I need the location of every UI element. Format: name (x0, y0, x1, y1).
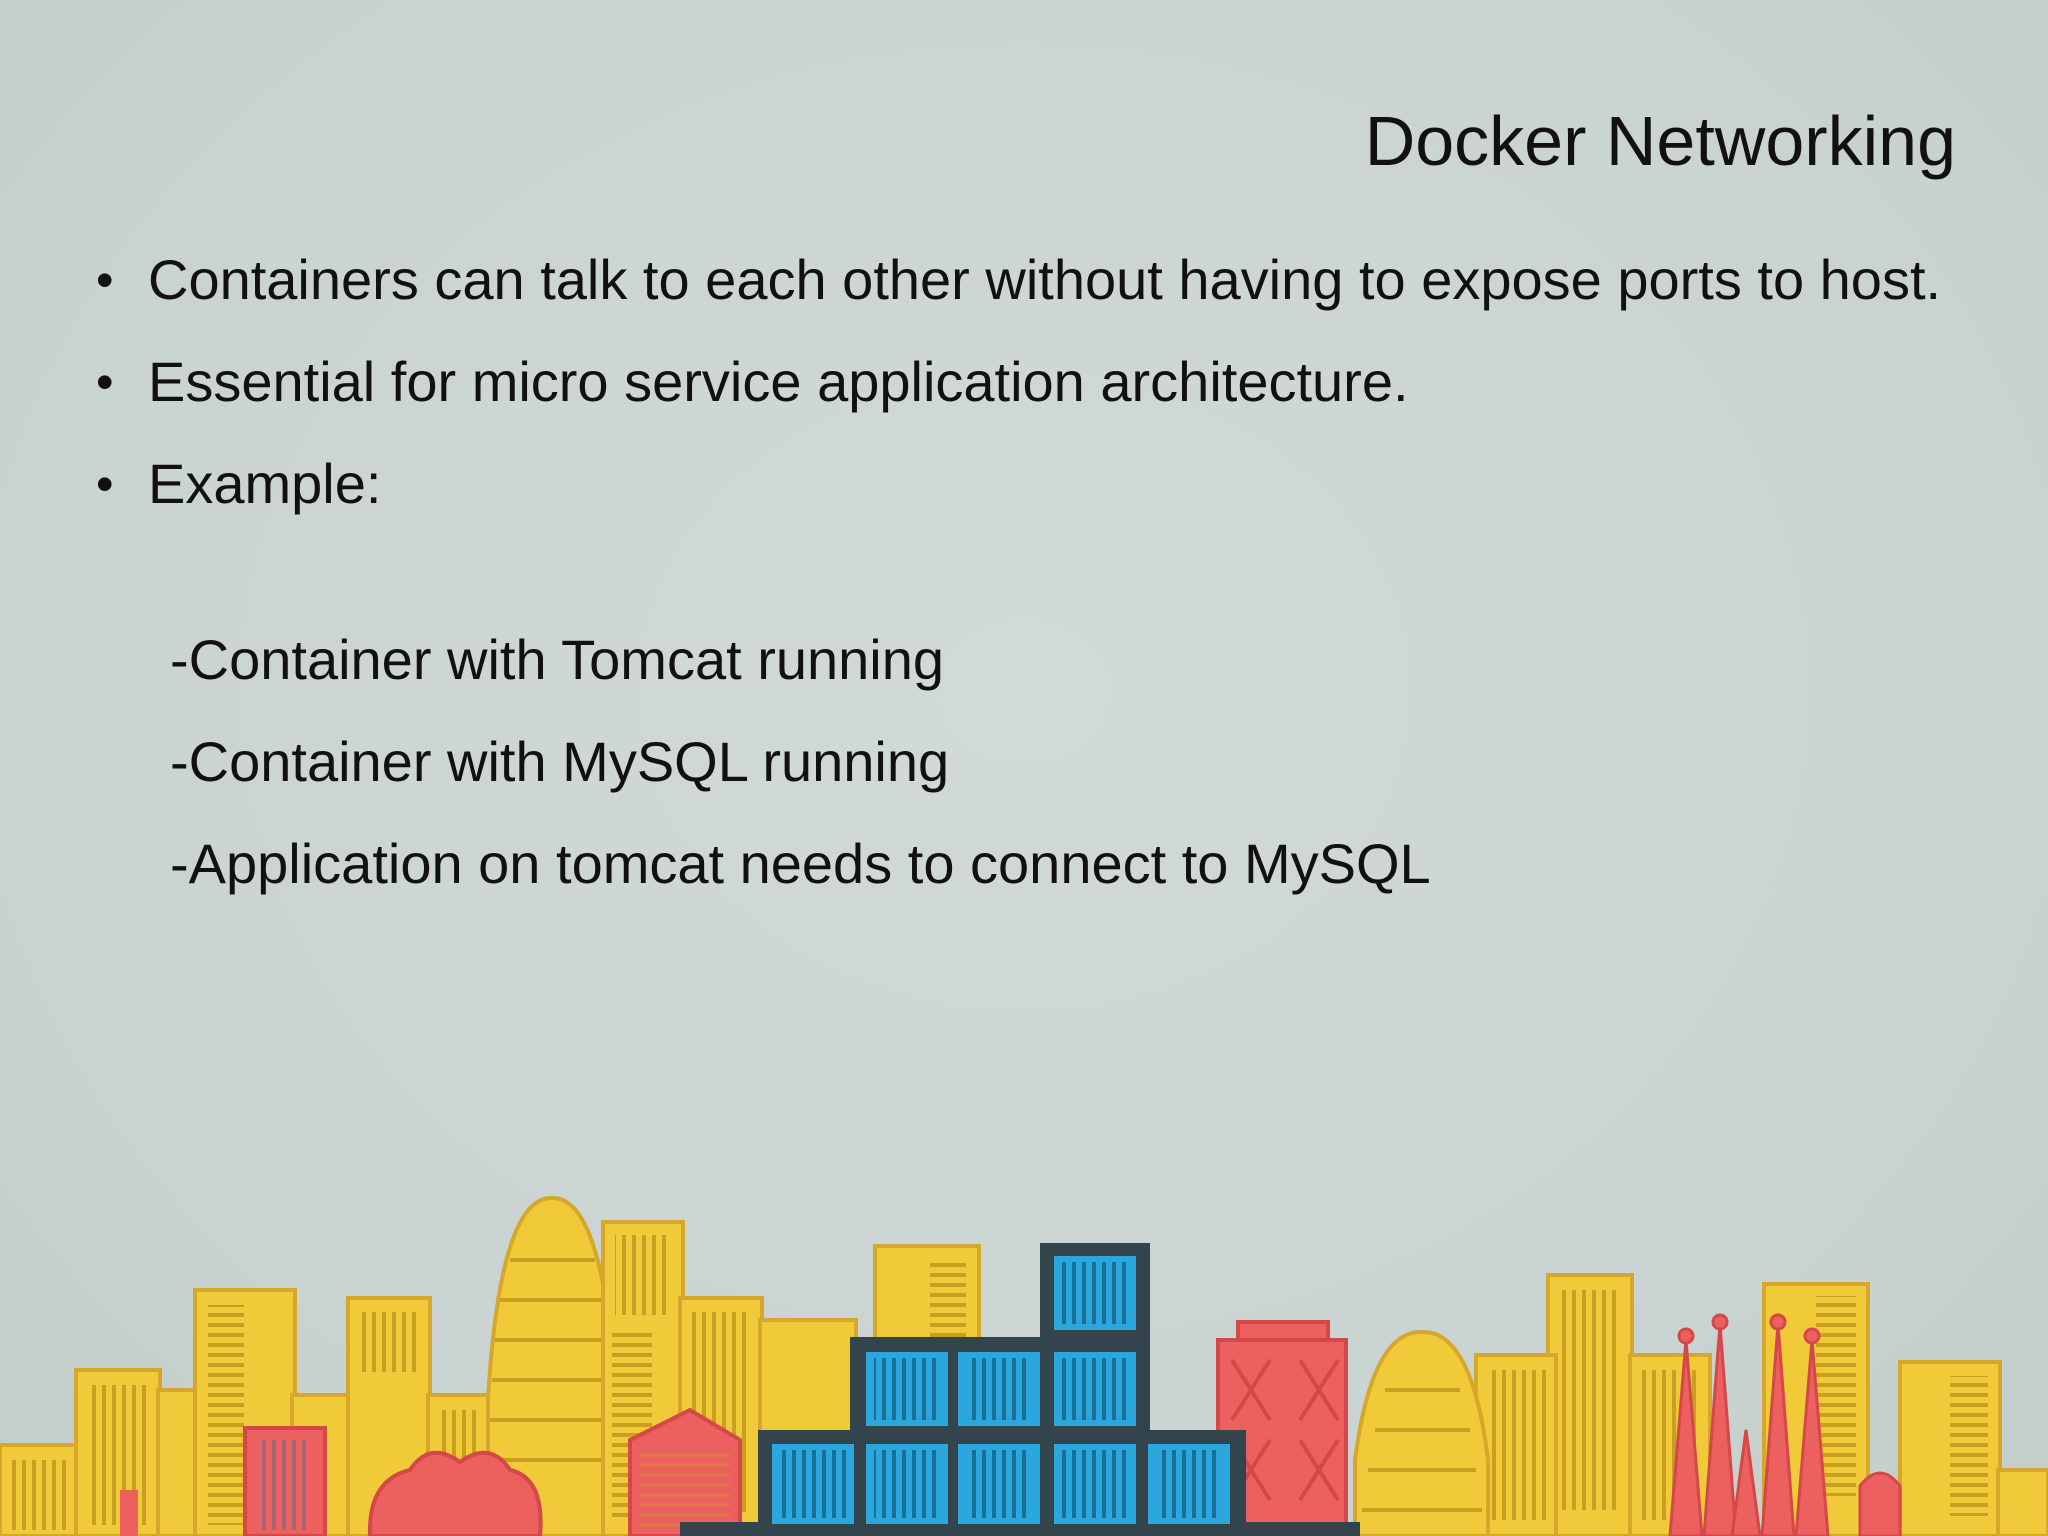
slide-title: Docker Networking (1364, 102, 1956, 180)
bullet-text: Essential for micro service application … (148, 350, 1409, 413)
sub-item: -Container with Tomcat running (170, 628, 945, 691)
bullet-marker: • (96, 354, 114, 410)
bullet-item: • Essential for micro service applicatio… (96, 346, 1976, 418)
bullet-text: Example: (148, 452, 382, 515)
bullet-list: • Containers can talk to each other with… (96, 244, 1976, 550)
bullet-item: • Example: (96, 448, 1976, 520)
bullet-text: Containers can talk to each other withou… (148, 248, 1942, 311)
container-stack (680, 1243, 1360, 1536)
bullet-marker: • (96, 252, 114, 308)
sub-item: -Application on tomcat needs to connect … (170, 832, 1431, 895)
bullet-marker: • (96, 456, 114, 512)
red-buildings-left (120, 1407, 742, 1536)
bullet-item: • Containers can talk to each other with… (96, 244, 1976, 316)
sub-item: -Container with MySQL running (170, 730, 950, 793)
city-skyline-illustration (0, 1195, 2048, 1536)
example-sub-list: -Container with Tomcat running -Containe… (170, 624, 1431, 930)
